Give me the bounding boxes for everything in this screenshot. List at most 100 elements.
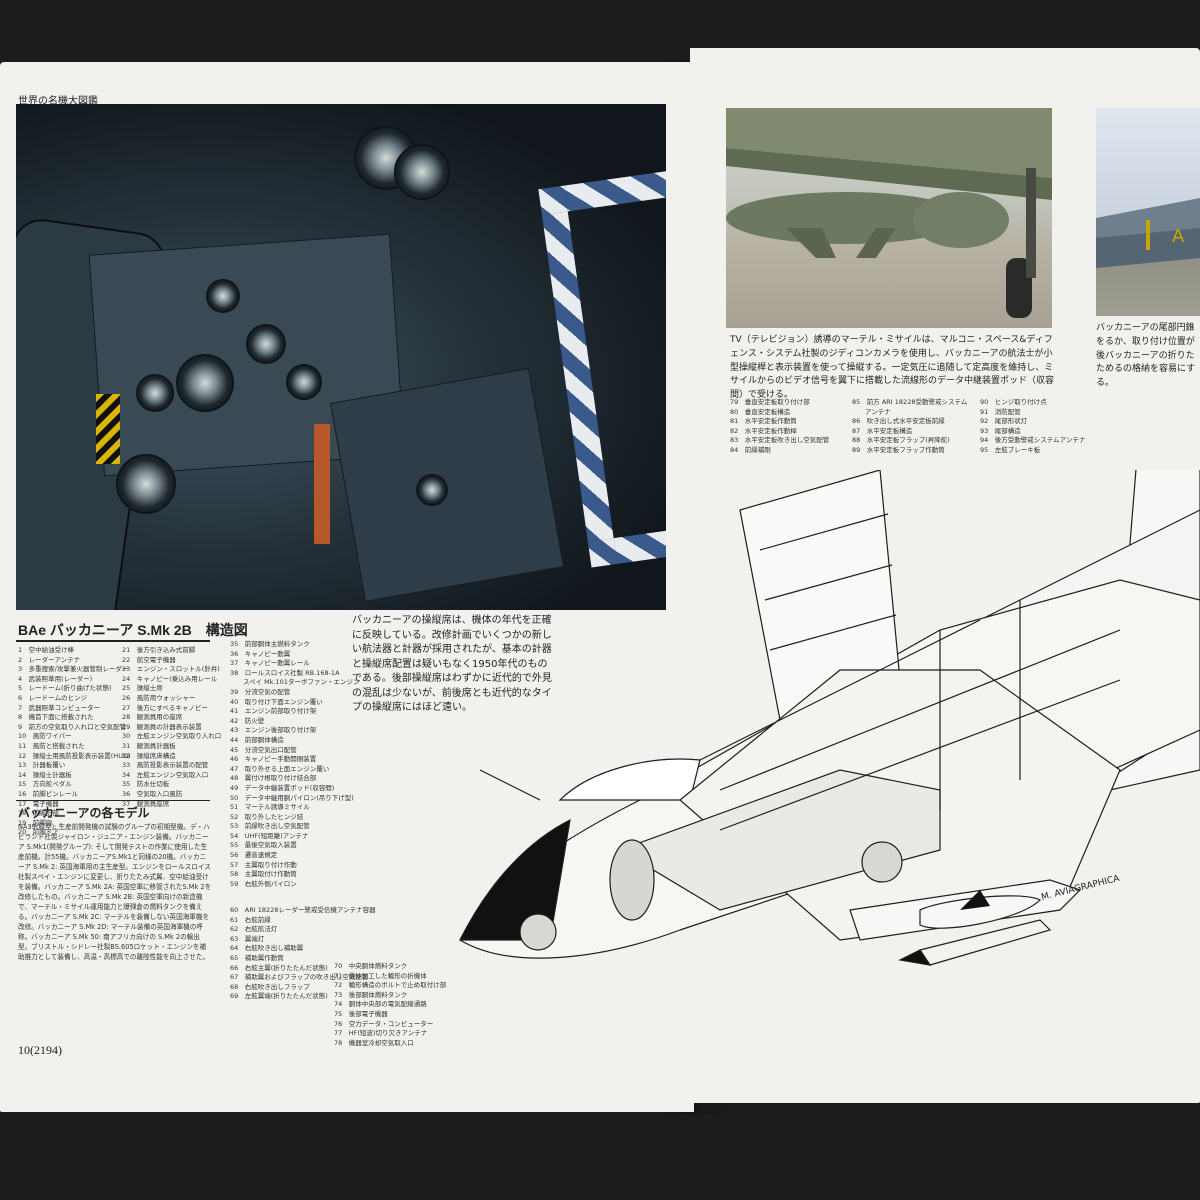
part-list-item: 85 前方 ARI 18228受動警戒システム <box>852 398 968 406</box>
part-list-item: 72 輪形構造のボルトで止め取付け部 <box>334 981 447 990</box>
part-list-item: 90 ヒンジ取り付け点 <box>980 398 1047 406</box>
parked-aircraft-photo: A <box>1096 108 1200 316</box>
control-column <box>314 424 330 544</box>
gauge-dial <box>206 279 240 313</box>
part-list-item: 74 胴体中央部の電気配線通路 <box>334 1000 427 1009</box>
part-list-item: 77 HF(短波)切り欠きアンテナ <box>334 1029 428 1038</box>
part-list-item: 46 キャノピー手動開閉装置 <box>230 755 317 764</box>
part-list-item: 67 補助翼およびフラップの吹き出し空気配管 <box>230 973 369 982</box>
part-list-item: 3 多重捜索/攻撃兼火器管制レーダー <box>18 665 129 674</box>
part-list-item: 29 観測員の計器表示装置 <box>122 722 202 731</box>
gauge-dial <box>136 374 174 412</box>
part-list-item: 9 前方の空気取り入れ口と空気配管 <box>18 722 127 731</box>
models-rule <box>16 800 210 801</box>
part-list-item: 41 エンジン前部取り付け架 <box>230 707 317 716</box>
part-list-item: 18 前脚上部 <box>18 809 59 818</box>
part-list-item: 36 空気取入口風防 <box>122 789 183 798</box>
part-list-item: 64 右舷吹き出し補助翼 <box>230 944 304 953</box>
part-list-item: 37 観測員座席 <box>122 799 170 808</box>
part-list-item: 44 前部胴体構造 <box>230 735 284 744</box>
part-list-item: 62 右舷航法灯 <box>230 925 278 934</box>
part-list-item: 1 空中給油受け棒 <box>18 646 75 654</box>
missile-photo-caption: TV（テレビジョン）誘導のマーテル・ミサイルは、マルコニ・スペース&ディフェンス… <box>730 335 1055 401</box>
part-list-item: 69 左舷翼端(折りたたんだ状態) <box>230 992 328 1001</box>
part-list-item: 78 機器室冷却空気取入口 <box>334 1038 414 1047</box>
parked-photo-caption: バッカニーアの尾部円錐をるか、取り付け位置が後バッカニーアの折りたためるの格納を… <box>1096 323 1196 389</box>
part-list-item: 22 航空電子機器 <box>122 655 176 664</box>
missile-photo-drawing <box>726 108 1052 318</box>
part-list-item: 12 操縦士用風防投影表示装置(HUD) <box>18 751 131 760</box>
part-list-item: 55 最後空気取入装置 <box>230 841 297 850</box>
part-list-item: 32 操縦席床構造 <box>122 751 176 760</box>
missile-photo <box>726 108 1052 328</box>
part-list-item: 30 左舷エンジン空気取り入れ口 <box>122 732 222 741</box>
aircraft-cutaway-drawing: M. AVIAGRAPHICA <box>459 470 1200 966</box>
part-list-item: 35 前部胴体主燃料タンク <box>230 640 310 648</box>
part-list-item: 25 操縦士席 <box>122 684 163 693</box>
part-list-item: 50 データ中継用胴パイロン(吊り下げ型) <box>230 793 354 802</box>
part-list-item: 58 主翼取付け作動筒 <box>230 870 297 879</box>
part-list-item: 13 計器板覆い <box>18 761 66 770</box>
part-list-item: 37 キャノピー動翼レール <box>230 659 310 668</box>
part-list-item: 82 水平安定板作動桿 <box>730 426 797 435</box>
part-list-item: 57 主翼取り付け作動 <box>230 860 297 869</box>
radar-scope-dial <box>116 454 176 514</box>
part-list-item: 33 風防投影表示装置の配管 <box>122 761 209 770</box>
part-list-item: 49 データ中継装置ポッド(収容間) <box>230 783 335 792</box>
part-list-item: 2 レーダーアンテナ <box>18 655 81 664</box>
part-list-item: 38 ロールスロイス社製 RB.168-1A <box>230 668 340 677</box>
part-list-item: 23 エンジン・スロットル(針弁) <box>122 665 220 674</box>
part-list-item: 75 後部電子機器 <box>334 1009 388 1018</box>
part-list-item: 19 前脚扉 <box>18 818 53 827</box>
cutaway-title: BAe バッカニーア S.Mk 2B 構造図 <box>18 620 248 640</box>
part-list-item: 17 電子機器 <box>18 799 59 808</box>
part-list-item: 66 右舷主翼(折りたたんだ状態) <box>230 963 328 972</box>
part-list-item: 45 分流空気出口配管 <box>230 745 297 754</box>
part-list-item: 5 レードーム(折り曲げた状態) <box>18 684 112 693</box>
part-list-item: 71 機体加工した輪形の折機体 <box>334 971 427 980</box>
part-list-item: 52 取り外したヒンジ結 <box>230 812 304 821</box>
part-list-item: 68 右舷吹き出しフラップ <box>230 982 310 991</box>
parked-aircraft-drawing: A <box>1096 198 1200 268</box>
part-list-item: 24 キャノピー(乗込み用レール <box>122 674 218 683</box>
part-list-item: 81 水平安定板作動筒 <box>730 417 797 426</box>
part-list-item: 20 前脚ドア <box>18 828 59 837</box>
part-list-item: 43 エンジン後部取り付け架 <box>230 726 317 735</box>
part-list-item: 8 機首下面に搭載された <box>18 713 94 722</box>
part-list-item: 56 遷音速規定 <box>230 851 278 860</box>
part-list-item: 93 尾部構造 <box>980 426 1021 435</box>
part-list-item: 63 翼端灯 <box>230 934 265 943</box>
part-list-item: 94 後方受動警戒システムアンテナ <box>980 436 1086 445</box>
part-list-item: 16 前脚ピンレール <box>18 789 79 798</box>
page-number: 10(2194) <box>18 1043 62 1057</box>
ejection-handle <box>96 394 120 464</box>
part-list-item: 80 垂直安定板構造 <box>730 407 791 416</box>
part-list-item: 28 観測員用の座席 <box>122 713 183 722</box>
gauge-dial <box>394 144 450 200</box>
part-list-item: 27 後方にすべるキャノピー <box>122 703 208 712</box>
part-list-item: 95 左舷ブレーキ板 <box>980 445 1041 454</box>
part-list-item: 59 右舷外側パイロン <box>230 879 297 888</box>
models-paragraph: NA39(原型): 生産前開発機の試験のグループの初期型機。デ・ハビランド社製ジ… <box>18 823 212 961</box>
part-list-item: 21 後方引き込み式前脚 <box>122 646 196 654</box>
cockpit-photo <box>16 104 666 610</box>
part-list-item: 88 水平安定板フラップ(昇降舵) <box>852 436 950 445</box>
part-list-item: 91 消防配管 <box>980 407 1021 416</box>
part-list-item: 14 操縦士計器板 <box>18 770 72 779</box>
part-list-item: 47 取り外せる上面エンジン覆い <box>230 764 330 773</box>
part-list-item: 53 前縁吹き出し空気配管 <box>230 822 310 831</box>
title-main: BAe バッカニーア S.Mk 2B 構造図 <box>18 622 248 638</box>
part-list-item: 92 尾部形状灯 <box>980 417 1028 426</box>
gauge-dial <box>246 324 286 364</box>
part-list-item: 48 翼付け根取り付け結合部 <box>230 774 317 783</box>
part-list-item: 15 方向舵ペダル <box>18 780 72 789</box>
part-list-item: 4 武装照準用(レーダー) <box>18 674 93 683</box>
part-list-item: 89 水平安定板フラップ作動筒 <box>852 445 945 454</box>
part-list-item: 6 レードームのヒンジ <box>18 693 87 702</box>
